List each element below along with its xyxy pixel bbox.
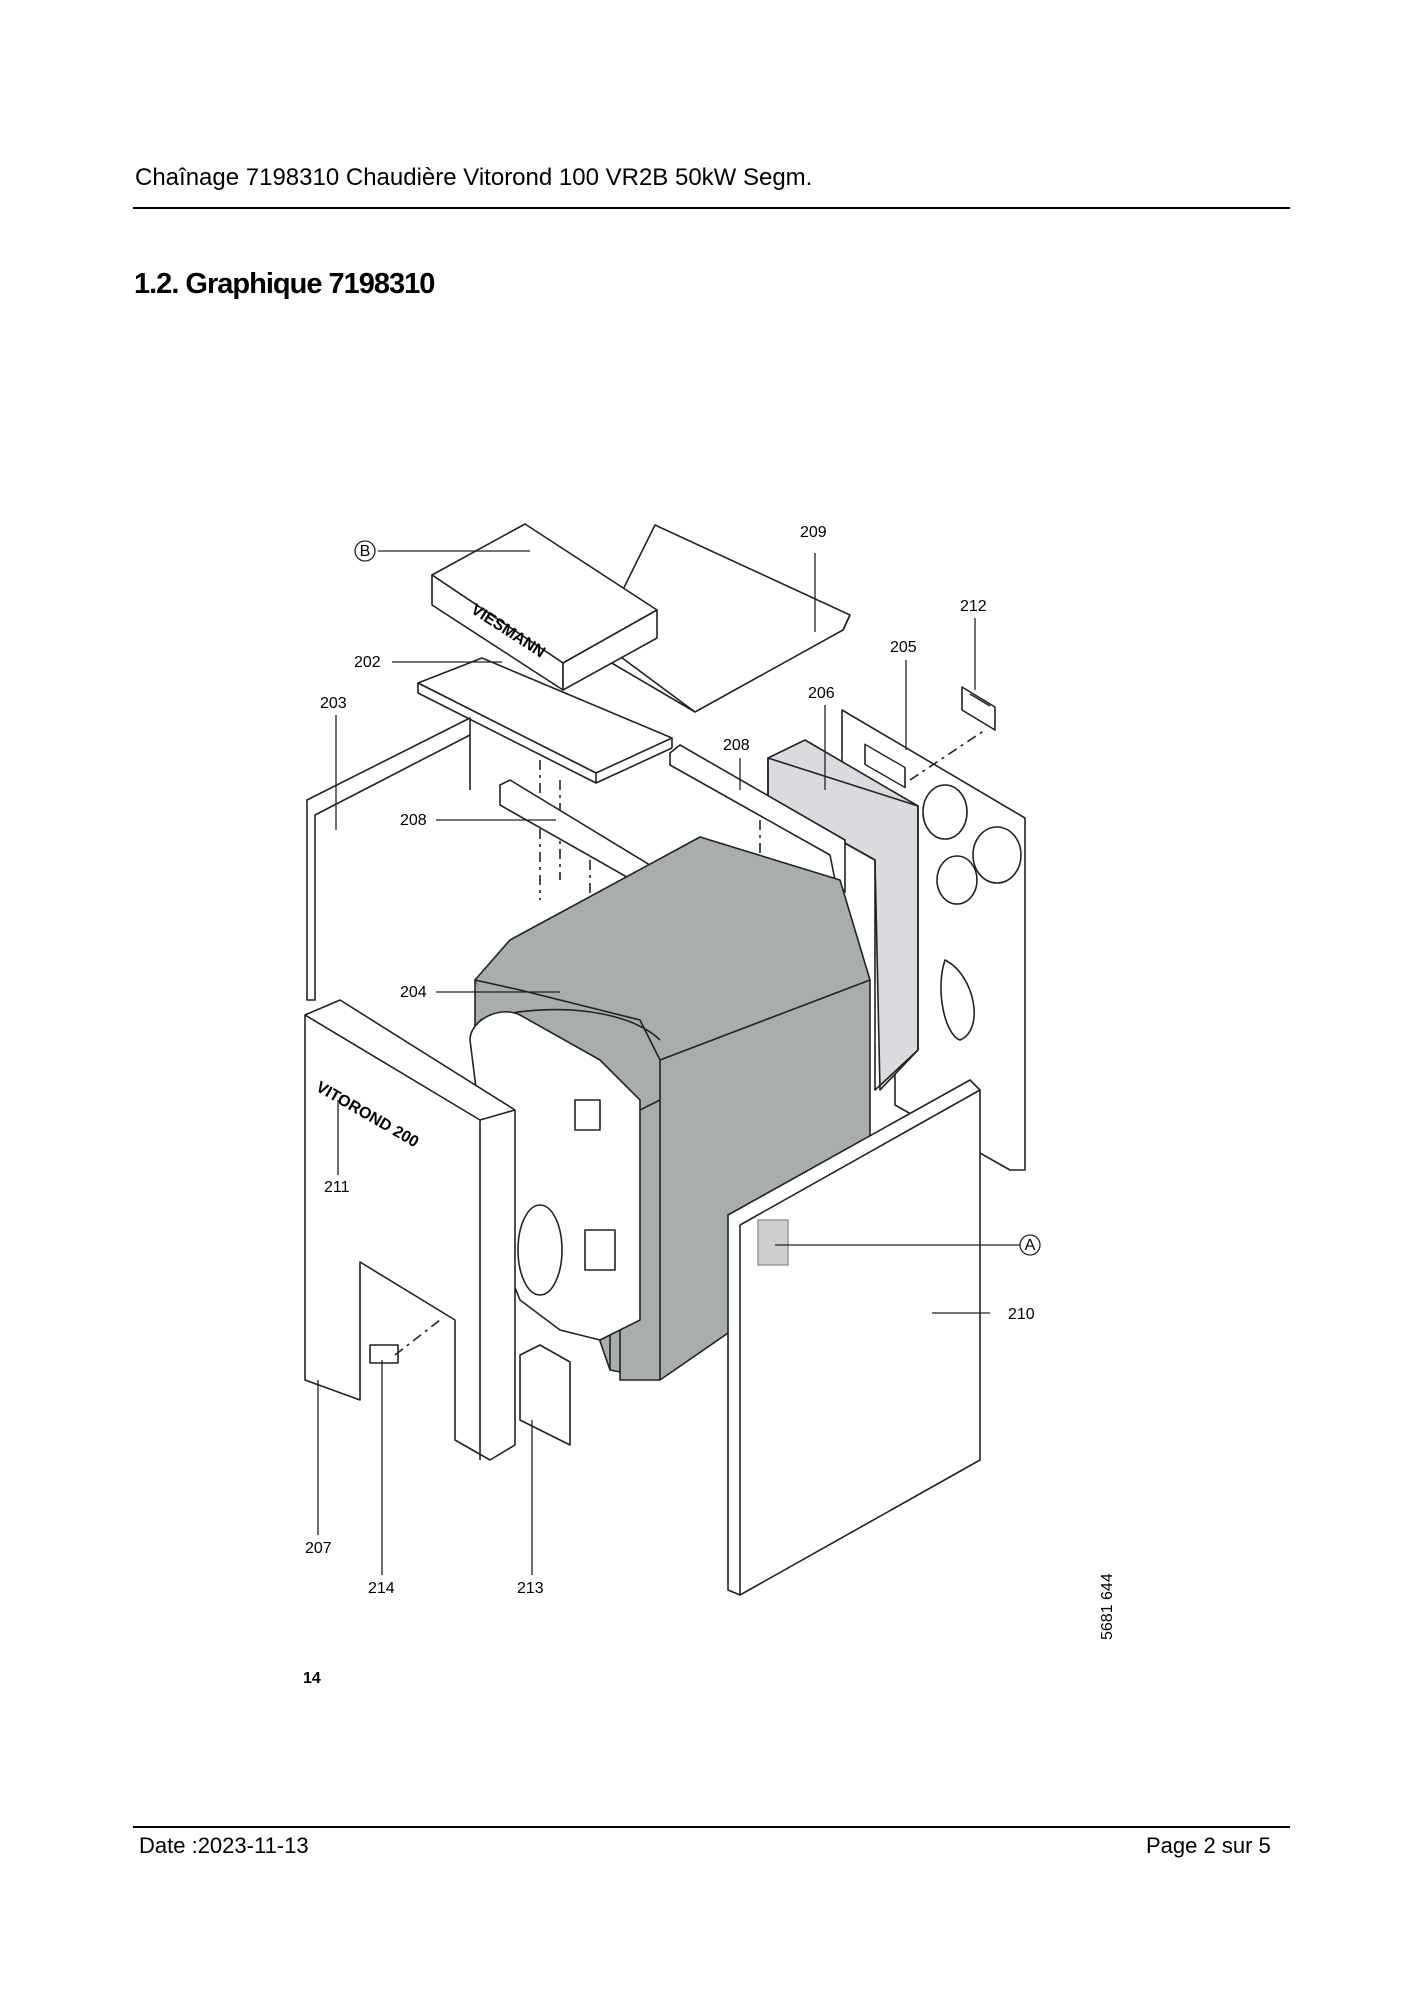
- callout-209: 209: [800, 524, 827, 541]
- callout-b-label: B: [360, 543, 371, 560]
- callout-212: 212: [960, 598, 987, 615]
- callout-b-circle: [354, 540, 376, 562]
- callout-208-right: 208: [723, 737, 750, 754]
- part-213-small-cover: [519, 1344, 571, 1446]
- callout-203: 203: [320, 695, 347, 712]
- control-unit: VIESMANN: [431, 523, 658, 691]
- callout-207: 207: [305, 1540, 332, 1557]
- section-heading: 1.2. Graphique 7198310: [134, 268, 435, 300]
- callout-206: 206: [808, 685, 835, 702]
- drawing-number: 5681 644: [1099, 1573, 1116, 1640]
- callout-208-left: 208: [400, 812, 427, 829]
- callout-202: 202: [354, 654, 381, 671]
- part-202-mounting-plate: [417, 657, 673, 784]
- callout-213: 213: [517, 1580, 544, 1597]
- callout-a-circle: [1019, 1234, 1041, 1256]
- footer-page-number: Page 2 sur 5: [1146, 1833, 1271, 1858]
- part-210-right-side-panel: [727, 1079, 981, 1596]
- callout-211: 211: [324, 1179, 350, 1196]
- callout-210: 210: [1008, 1306, 1035, 1323]
- header-divider: [133, 207, 1290, 209]
- part-207-front-panel: VITOROND 200: [304, 999, 516, 1461]
- footer-date: Date :2023-11-13: [139, 1833, 309, 1858]
- part-212-connector: [961, 686, 996, 731]
- callout-205: 205: [890, 639, 917, 656]
- part-214-clip: [369, 1344, 399, 1364]
- callout-204: 204: [400, 984, 427, 1001]
- callout-214: 214: [368, 1580, 395, 1597]
- footer-divider: [133, 1826, 1290, 1828]
- part-203-left-side-panel: [306, 717, 561, 1001]
- figure-number: 14: [303, 1670, 321, 1687]
- document-header-title: Chaînage 7198310 Chaudière Vitorond 100 …: [135, 164, 813, 191]
- callout-a-label: A: [1025, 1237, 1036, 1254]
